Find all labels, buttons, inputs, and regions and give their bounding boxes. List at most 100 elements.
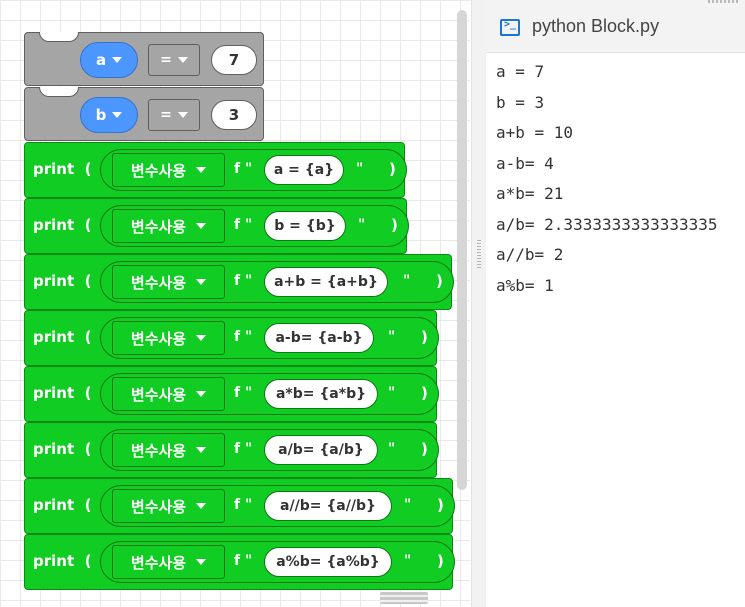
- chevron-down-icon: [196, 167, 207, 173]
- end-quote: ": [404, 497, 412, 513]
- print-block[interactable]: print ( 변수사용 f " a/b= {a/b} " ): [24, 422, 439, 478]
- drag-handle-icon[interactable]: [708, 0, 738, 3]
- output-line: b = 3: [496, 92, 545, 112]
- number-field[interactable]: 3: [211, 100, 257, 130]
- fstring-pill[interactable]: 변수사용 f " a-b= {a-b} ": [100, 317, 439, 359]
- f-prefix: f ": [234, 273, 253, 289]
- close-paren: ): [391, 216, 398, 234]
- panel-title: python Block.py: [532, 16, 660, 36]
- end-quote: ": [358, 217, 366, 233]
- string-field[interactable]: a = {a}: [264, 155, 344, 185]
- variable-use-label: 변수사용: [130, 553, 187, 572]
- string-field[interactable]: a-b= {a-b}: [264, 323, 374, 353]
- print-label: print (: [33, 272, 92, 290]
- operator-dropdown[interactable]: =: [148, 99, 200, 131]
- print-block[interactable]: print ( 변수사용 f " a+b = {a+b} " ): [24, 254, 454, 310]
- variable-use-dropdown[interactable]: 변수사용: [112, 545, 225, 579]
- variable-name: b: [95, 106, 107, 124]
- variable-dropdown[interactable]: b: [80, 97, 138, 133]
- output-line: a+b = 10: [496, 123, 574, 142]
- chevron-down-icon: [196, 223, 207, 229]
- terminal-icon: [500, 19, 520, 36]
- fstring-pill[interactable]: 변수사용 f " a/b= {a/b} ": [100, 429, 439, 471]
- chevron-down-icon: [196, 503, 207, 509]
- operator-dropdown[interactable]: =: [148, 44, 200, 76]
- string-field[interactable]: a//b= {a//b}: [264, 491, 392, 521]
- string-field[interactable]: a+b = {a+b}: [264, 267, 388, 297]
- end-quote: ": [388, 329, 396, 345]
- number-field[interactable]: 7: [211, 45, 257, 75]
- variable-use-label: 변수사용: [130, 217, 187, 236]
- end-quote: ": [388, 441, 396, 457]
- f-prefix: f ": [234, 497, 253, 513]
- output-line: a//b= 2: [496, 245, 564, 264]
- variable-use-dropdown[interactable]: 변수사용: [112, 153, 225, 187]
- chevron-down-icon: [177, 57, 188, 63]
- variable-use-dropdown[interactable]: 변수사용: [112, 377, 225, 411]
- print-block[interactable]: print ( 변수사용 f " a-b= {a-b} " ): [24, 310, 439, 366]
- block-workspace[interactable]: a = 7 b = 3 print ( 변수사용 f " a =: [0, 0, 470, 607]
- variable-use-dropdown[interactable]: 변수사용: [112, 321, 225, 355]
- f-prefix: f ": [234, 441, 253, 457]
- end-quote: ": [404, 553, 412, 569]
- string-field[interactable]: b = {b}: [264, 211, 346, 241]
- f-prefix: f ": [234, 161, 253, 177]
- variable-use-dropdown[interactable]: 변수사용: [112, 433, 225, 467]
- output-line: a-b= 4: [496, 153, 554, 173]
- workspace-scrollbar[interactable]: [457, 10, 467, 490]
- chevron-down-icon: [196, 335, 207, 341]
- panel-header: python Block.py: [486, 0, 745, 53]
- close-paren: ): [421, 384, 428, 402]
- chevron-down-icon: [112, 112, 123, 118]
- assign-block-b[interactable]: b = 3: [24, 87, 264, 141]
- variable-use-label: 변수사용: [130, 497, 187, 516]
- output-line: a = 7: [496, 62, 545, 81]
- print-label: print (: [33, 216, 92, 234]
- f-prefix: f ": [234, 553, 253, 569]
- close-paren: ): [389, 160, 396, 178]
- variable-use-dropdown[interactable]: 변수사용: [112, 209, 225, 243]
- chevron-down-icon: [177, 112, 188, 118]
- trash-can-icon[interactable]: [380, 592, 428, 604]
- variable-use-dropdown[interactable]: 변수사용: [112, 265, 225, 299]
- string-field[interactable]: a%b= {a%b}: [264, 547, 392, 577]
- string-field[interactable]: a*b= {a*b}: [264, 379, 378, 409]
- variable-use-label: 변수사용: [130, 273, 187, 292]
- close-paren: ): [437, 496, 444, 514]
- close-paren: ): [437, 552, 444, 570]
- print-block[interactable]: print ( 변수사용 f " a//b= {a//b} " ): [24, 478, 455, 534]
- fstring-pill[interactable]: 변수사용 f " a+b = {a+b} ": [100, 261, 454, 303]
- operator-label: =: [160, 107, 172, 123]
- fstring-pill[interactable]: 변수사용 f " a%b= {a%b} ": [100, 541, 455, 583]
- block-notch: [39, 87, 79, 97]
- chevron-down-icon: [196, 391, 207, 397]
- f-prefix: f ": [234, 329, 253, 345]
- variable-use-label: 변수사용: [130, 161, 187, 180]
- print-block[interactable]: print ( 변수사용 f " a = {a} " ): [24, 142, 407, 198]
- print-label: print (: [33, 552, 92, 570]
- f-prefix: f ": [234, 385, 253, 401]
- fstring-pill[interactable]: 변수사용 f " a = {a} ": [100, 149, 407, 191]
- variable-dropdown[interactable]: a: [80, 42, 138, 78]
- variable-use-label: 변수사용: [130, 441, 187, 460]
- f-prefix: f ": [234, 217, 253, 233]
- operator-label: =: [160, 52, 172, 68]
- end-quote: ": [388, 385, 396, 401]
- chevron-down-icon: [196, 559, 207, 565]
- block-notch: [39, 32, 79, 42]
- fstring-pill[interactable]: 변수사용 f " b = {b} ": [100, 205, 409, 247]
- variable-use-dropdown[interactable]: 변수사용: [112, 489, 225, 523]
- fstring-pill[interactable]: 변수사용 f " a//b= {a//b} ": [100, 485, 455, 527]
- panel-splitter[interactable]: [471, 0, 487, 607]
- string-field[interactable]: a/b= {a/b}: [264, 435, 378, 465]
- output-list: a = 7 b = 3 a+b = 10 a-b= 4 a*b= 21 a/b=…: [496, 62, 718, 306]
- splitter-grip-icon: [477, 240, 481, 270]
- print-block[interactable]: print ( 변수사용 f " a%b= {a%b} " ): [24, 534, 455, 590]
- fstring-pill[interactable]: 변수사용 f " a*b= {a*b} ": [100, 373, 439, 415]
- print-block[interactable]: print ( 변수사용 f " b = {b} " ): [24, 198, 409, 254]
- output-line: a/b= 2.3333333333333335: [496, 214, 718, 234]
- print-block[interactable]: print ( 변수사용 f " a*b= {a*b} " ): [24, 366, 439, 422]
- chevron-down-icon: [196, 279, 207, 285]
- assign-block-a[interactable]: a = 7: [24, 32, 264, 86]
- variable-name: a: [95, 51, 107, 69]
